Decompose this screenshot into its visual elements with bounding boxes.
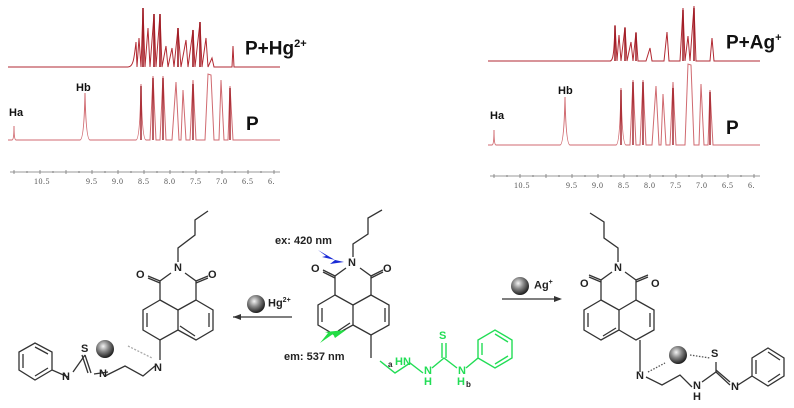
emission-label: em: 537 nm <box>284 351 345 363</box>
atom-h-b: H <box>457 376 465 388</box>
atom-nh-h: H <box>693 391 701 403</box>
atom-n-thiourea-2: N <box>458 365 466 377</box>
atom-s: S <box>81 343 89 355</box>
atom-h-thiourea-1: H <box>424 376 432 388</box>
atom-n-amine: N <box>636 370 644 382</box>
atom-n-imide: N <box>614 262 622 274</box>
label-b: b <box>466 380 471 389</box>
excitation-label: ex: 420 nm <box>275 235 332 247</box>
atom-nh-n: N <box>693 380 701 392</box>
atom-o-left: O <box>580 278 589 290</box>
ag-ion-icon <box>511 277 529 295</box>
peak-label-ha: Ha <box>490 110 505 122</box>
atom-n-amine: N <box>154 362 162 374</box>
nmr-panel-hg: Ha Hb P+Hg2+ P 10.5 9.5 9.0 8.5 8.0 7.5 … <box>0 0 307 195</box>
nmr-panel-ag: Ha Hb P+Ag+ P 10.5 9.5 9.0 8.5 8.0 7.5 7… <box>480 0 794 195</box>
atom-n-imide: N <box>174 262 182 274</box>
atom-o-right: O <box>383 263 392 275</box>
atom-n-imine: N <box>731 381 739 393</box>
trace-label-p: P <box>726 118 739 139</box>
atom-hn-a: HN <box>395 356 411 368</box>
atom-o-right: O <box>651 278 660 290</box>
trace-label-p-hg: P+Hg2+ <box>245 38 307 60</box>
trace-label-p: P <box>246 114 259 135</box>
atom-o-right: O <box>208 269 217 281</box>
peak-label-hb: Hb <box>558 85 573 97</box>
peak-label-ha: Ha <box>9 107 24 119</box>
nmr-spectrum-hg <box>8 7 280 174</box>
hg-bound-ion-icon <box>96 340 114 358</box>
ag-bound-ion-icon <box>669 346 687 364</box>
atom-o-left: O <box>311 263 320 275</box>
atom-s: S <box>711 348 719 360</box>
peak-label-hb: Hb <box>76 82 91 94</box>
atom-n-imide: N <box>348 257 356 269</box>
trace-label-p-ag: P+Ag+ <box>726 32 782 54</box>
atom-o-left: O <box>136 269 145 281</box>
atom-s: S <box>439 330 447 342</box>
atom-n-imine: N <box>62 371 70 383</box>
excitation-bolt-icon <box>318 250 344 264</box>
atom-n-chain: N <box>99 368 107 380</box>
atom-n-thiourea-1: N <box>424 365 432 377</box>
hg-reagent-label: Hg2+ <box>268 297 291 310</box>
hg-ion-icon <box>247 295 265 313</box>
label-a: a <box>388 360 393 369</box>
ag-reagent-label: Ag+ <box>534 279 553 292</box>
nmr-spectrum-ag <box>488 5 760 178</box>
emission-bolt-icon <box>320 330 346 343</box>
